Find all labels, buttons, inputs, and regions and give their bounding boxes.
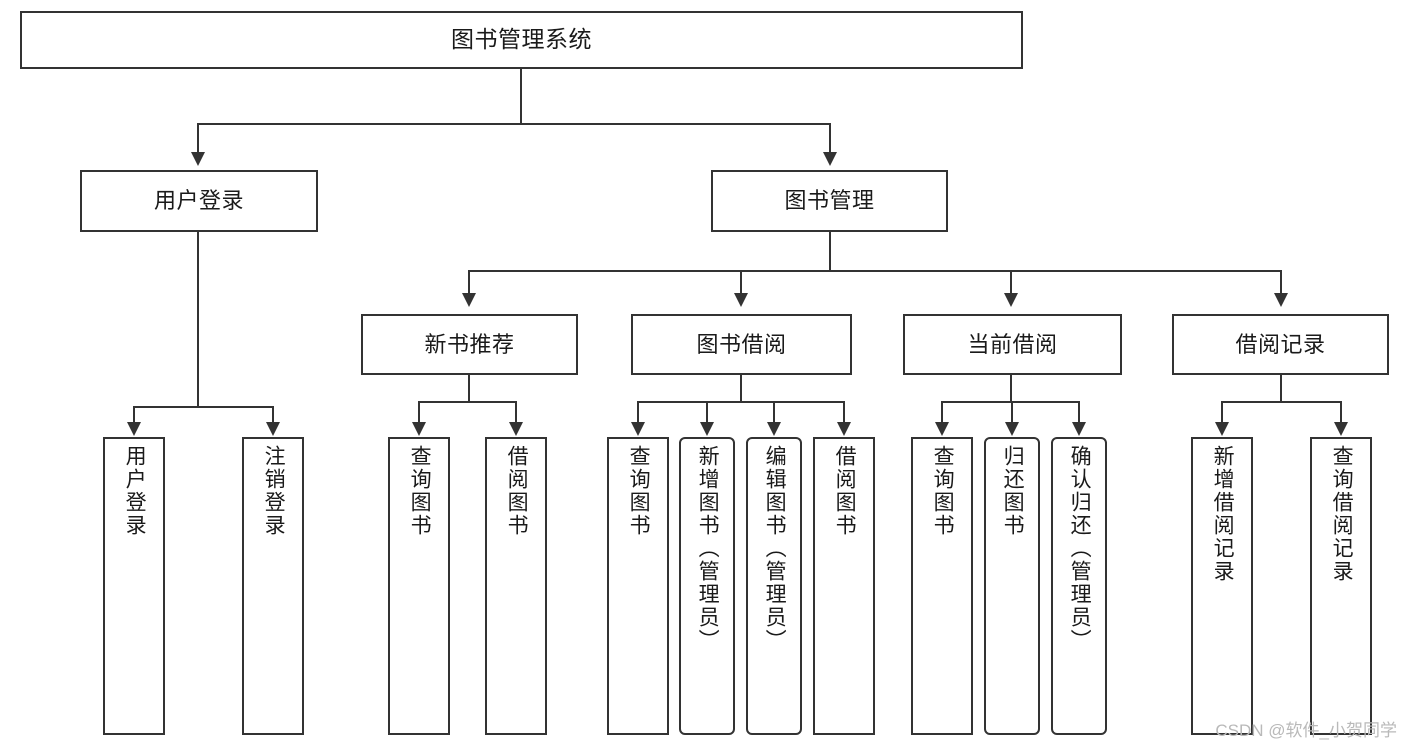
arrow-user-login-to-leaf-2	[266, 422, 280, 436]
edge-new-book-stem	[468, 375, 470, 401]
node-label: 新增借阅记录	[1211, 445, 1235, 583]
edge-new-book-to-leaf-1	[418, 401, 420, 423]
edge-current-to-leaf-1	[941, 401, 943, 423]
node-new-book-recommendation[interactable]: 新书推荐	[361, 314, 578, 375]
node-label: 借阅图书	[833, 445, 857, 537]
node-label: 借阅图书	[505, 445, 529, 537]
node-leaf-return-books[interactable]: 归还图书	[984, 437, 1040, 735]
edge-current-stem	[1010, 375, 1012, 401]
node-leaf-query-borrow-record[interactable]: 查询借阅记录	[1310, 437, 1372, 735]
edge-user-login-to-leaf-1	[133, 406, 135, 423]
node-root-book-management-system[interactable]: 图书管理系统	[20, 11, 1023, 69]
node-leaf-add-borrow-record[interactable]: 新增借阅记录	[1191, 437, 1253, 735]
edge-record-to-leaf-2	[1340, 401, 1342, 423]
node-leaf-query-books-recommend[interactable]: 查询图书	[388, 437, 450, 735]
edge-current-to-leaf-3	[1078, 401, 1080, 423]
node-book-management[interactable]: 图书管理	[711, 170, 948, 232]
edge-record-stem	[1280, 375, 1282, 401]
node-label: 新增图书（管理员）	[696, 445, 720, 652]
node-leaf-confirm-return-admin[interactable]: 确认归还（管理员）	[1051, 437, 1107, 735]
node-label: 用户登录	[153, 188, 244, 214]
node-label: 确认归还（管理员）	[1068, 445, 1092, 652]
edge-book-mgmt-stem	[829, 232, 831, 270]
arrow-root-to-user-login	[191, 152, 205, 166]
edge-user-login-to-leaf-2	[272, 406, 274, 423]
node-label: 用户登录	[123, 445, 147, 537]
arrow-new-book-to-leaf-1	[412, 422, 426, 436]
node-leaf-borrow-books-recommend[interactable]: 借阅图书	[485, 437, 547, 735]
node-label: 借阅记录	[1235, 331, 1326, 357]
edge-root-stem	[520, 69, 522, 123]
edge-borrow-to-leaf-3	[773, 401, 775, 423]
edge-borrow-to-leaf-1	[637, 401, 639, 423]
edge-user-login-bus	[133, 406, 273, 408]
edge-borrow-to-leaf-2	[706, 401, 708, 423]
arrow-borrow-to-leaf-2	[700, 422, 714, 436]
node-leaf-logout[interactable]: 注销登录	[242, 437, 304, 735]
edge-book-mgmt-to-l3-3	[1010, 270, 1012, 294]
node-current-borrowing[interactable]: 当前借阅	[903, 314, 1122, 375]
node-label: 当前借阅	[967, 331, 1058, 357]
watermark: CSDN @软件_小贺同学	[1215, 721, 1397, 740]
edge-book-mgmt-bus	[468, 270, 1281, 272]
edge-new-book-bus	[418, 401, 517, 403]
edge-current-to-leaf-2	[1011, 401, 1013, 423]
arrow-record-to-leaf-2	[1334, 422, 1348, 436]
node-label: 图书管理系统	[451, 26, 592, 53]
node-label: 查询图书	[627, 445, 651, 537]
node-leaf-borrow-books[interactable]: 借阅图书	[813, 437, 875, 735]
edge-borrow-to-leaf-4	[843, 401, 845, 423]
edge-root-bus	[197, 123, 831, 125]
arrow-borrow-to-leaf-3	[767, 422, 781, 436]
arrow-borrow-to-leaf-4	[837, 422, 851, 436]
node-leaf-add-book-admin[interactable]: 新增图书（管理员）	[679, 437, 735, 735]
arrow-root-to-book-mgmt	[823, 152, 837, 166]
edge-borrow-stem	[740, 375, 742, 401]
arrow-user-login-to-leaf-1	[127, 422, 141, 436]
node-label: 查询借阅记录	[1330, 445, 1354, 583]
node-label: 图书管理	[784, 188, 875, 214]
arrow-current-to-leaf-1	[935, 422, 949, 436]
edge-new-book-to-leaf-2	[515, 401, 517, 423]
arrow-new-book-to-leaf-2	[509, 422, 523, 436]
node-leaf-user-login[interactable]: 用户登录	[103, 437, 165, 735]
node-user-login[interactable]: 用户登录	[80, 170, 318, 232]
edge-root-to-book-mgmt	[829, 123, 831, 153]
arrow-record-to-leaf-1	[1215, 422, 1229, 436]
node-leaf-edit-book-admin[interactable]: 编辑图书（管理员）	[746, 437, 802, 735]
arrow-book-mgmt-to-l3-2	[734, 293, 748, 307]
edge-current-bus	[941, 401, 1080, 403]
node-label: 图书借阅	[696, 331, 787, 357]
node-label: 新书推荐	[424, 331, 515, 357]
edge-book-mgmt-to-l3-1	[468, 270, 470, 294]
edge-book-mgmt-to-l3-4	[1280, 270, 1282, 294]
node-label: 注销登录	[262, 445, 286, 537]
arrow-book-mgmt-to-l3-1	[462, 293, 476, 307]
arrow-current-to-leaf-3	[1072, 422, 1086, 436]
node-borrowing-record[interactable]: 借阅记录	[1172, 314, 1389, 375]
edge-record-to-leaf-1	[1221, 401, 1223, 423]
edge-borrow-bus	[637, 401, 845, 403]
edge-user-login-stem	[197, 232, 199, 406]
node-label: 查询图书	[931, 445, 955, 537]
node-book-borrowing[interactable]: 图书借阅	[631, 314, 852, 375]
edge-root-to-user-login	[197, 123, 199, 153]
edge-record-bus	[1221, 401, 1341, 403]
arrow-borrow-to-leaf-1	[631, 422, 645, 436]
node-leaf-query-books-current[interactable]: 查询图书	[911, 437, 973, 735]
arrow-book-mgmt-to-l3-4	[1274, 293, 1288, 307]
arrow-book-mgmt-to-l3-3	[1004, 293, 1018, 307]
edge-book-mgmt-to-l3-2	[740, 270, 742, 294]
node-leaf-query-books-borrow[interactable]: 查询图书	[607, 437, 669, 735]
node-label: 编辑图书（管理员）	[763, 445, 787, 652]
node-label: 归还图书	[1001, 445, 1025, 537]
arrow-current-to-leaf-2	[1005, 422, 1019, 436]
node-label: 查询图书	[408, 445, 432, 537]
